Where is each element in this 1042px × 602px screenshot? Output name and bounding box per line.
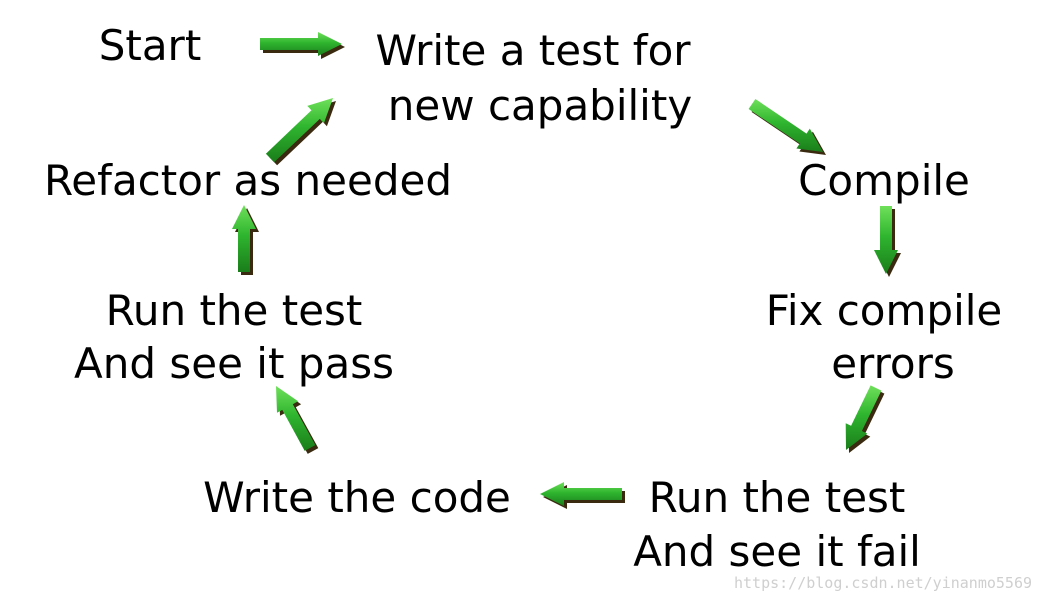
arrow-start-to-write-test: [260, 32, 345, 59]
arrow-fix-to-run-fail: [845, 385, 885, 453]
step-run-fail-line2: And see it fail: [633, 527, 921, 576]
arrow-run-fail-to-write-code-body: [540, 482, 622, 506]
step-run-fail-line1: Run the test: [649, 473, 906, 522]
step-write-test-line1: Write a test for: [375, 26, 691, 75]
step-refactor: Refactor as needed: [44, 156, 452, 205]
arrow-refactor-to-write-test-body: [265, 98, 333, 163]
step-fix-errors-line1: Fix compile: [766, 286, 1003, 335]
arrow-compile-to-fix-body: [874, 206, 898, 274]
arrow-write-test-to-compile-body: [748, 99, 823, 152]
arrow-run-pass-to-refactor-body: [232, 205, 256, 272]
arrow-write-code-to-run-pass-body: [276, 386, 316, 451]
step-run-pass-line2: And see it pass: [74, 339, 394, 388]
step-run-pass-line1: Run the test: [106, 286, 363, 335]
arrow-run-pass-to-refactor: [232, 205, 259, 275]
arrow-run-fail-to-write-code: [540, 482, 625, 509]
arrow-fix-to-run-fail-body: [845, 385, 882, 450]
step-start: Start: [99, 21, 202, 70]
arrow-compile-to-fix: [874, 206, 901, 277]
watermark-text: https://blog.csdn.net/yinanmo5569: [734, 574, 1032, 592]
step-write-test-line2: new capability: [388, 81, 692, 130]
flow-arrows: [232, 32, 901, 509]
step-compile: Compile: [798, 156, 970, 205]
arrow-write-code-to-run-pass: [276, 386, 319, 454]
arrow-refactor-to-write-test: [265, 98, 336, 166]
arrow-start-to-write-test-body: [260, 32, 342, 56]
arrow-write-test-to-compile: [748, 99, 826, 155]
step-write-code: Write the code: [203, 473, 511, 522]
step-fix-errors-line2: errors: [831, 339, 955, 388]
